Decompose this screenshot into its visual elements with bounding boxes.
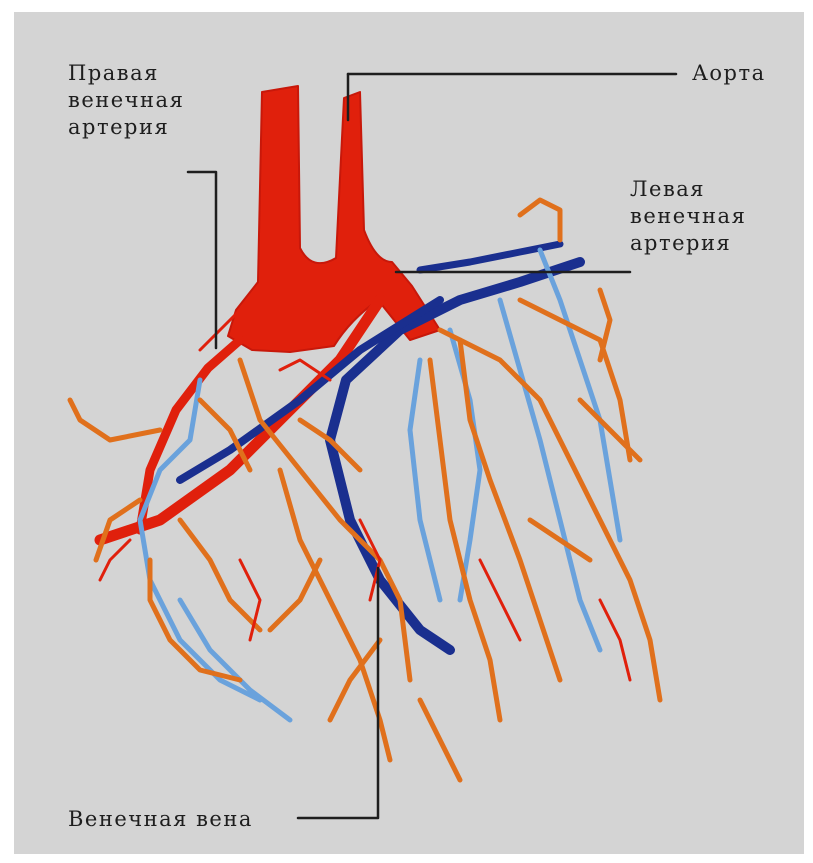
label-coronary-vein: Венечная вена: [68, 806, 253, 833]
label-aorta: Аорта: [692, 60, 766, 87]
leader-right-coronary: [188, 172, 216, 348]
leader-coronary-vein: [298, 568, 378, 818]
label-line: артерия: [68, 114, 184, 141]
label-line: Венечная вена: [68, 806, 253, 833]
label-line: Аорта: [692, 60, 766, 87]
label-right-coronary-artery: Правая венечная артерия: [68, 60, 184, 141]
aorta-shape: [228, 86, 440, 352]
label-left-coronary-artery: Левая венечная артерия: [630, 176, 746, 257]
label-line: Правая: [68, 60, 184, 87]
label-line: артерия: [630, 230, 746, 257]
label-line: венечная: [630, 203, 746, 230]
label-line: венечная: [68, 87, 184, 114]
label-line: Левая: [630, 176, 746, 203]
